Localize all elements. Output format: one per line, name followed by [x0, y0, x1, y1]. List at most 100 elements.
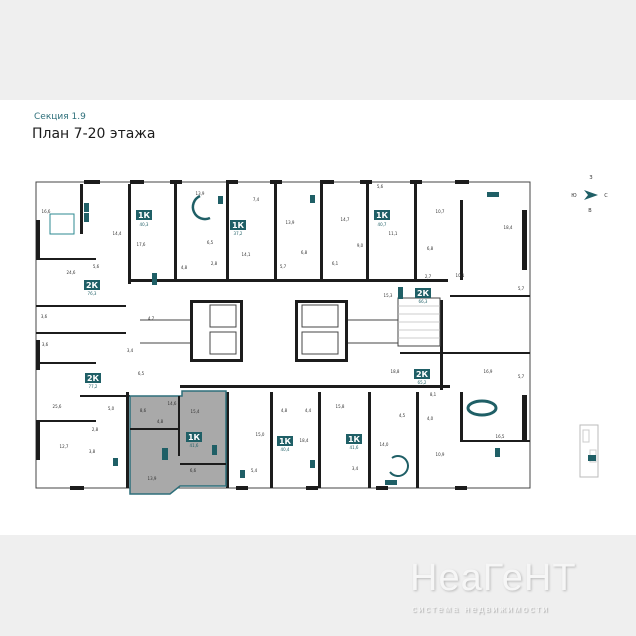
apartment-type: 2К — [416, 370, 429, 379]
apartment-area: 41,6 — [350, 445, 359, 450]
apartment-area: 65,2 — [418, 380, 427, 385]
apartment-type: 1К — [138, 211, 151, 220]
room-area: 14,1 — [242, 252, 251, 257]
room-area: 4,8 — [157, 419, 164, 424]
room-area: 4,8 — [281, 408, 288, 413]
room-area: 2,7 — [425, 274, 432, 279]
building-outline — [35, 180, 531, 490]
room-area: 5,7 — [280, 264, 287, 269]
apartment-badge[interactable]: 1К 41,6 — [346, 434, 362, 450]
room-area: 14,0 — [380, 442, 389, 447]
room-area: 5,0 — [108, 406, 115, 411]
apartment-type: 2К — [86, 281, 99, 290]
highlighted-apartment[interactable] — [129, 390, 227, 495]
room-area: 13,9 — [196, 191, 205, 196]
room-area: 4,0 — [427, 416, 434, 421]
room-area: 14,6 — [168, 401, 177, 406]
room-area: 24,6 — [67, 270, 76, 275]
room-area: 4,5 — [399, 413, 406, 418]
room-area: 8,1 — [430, 392, 437, 397]
room-area: 15,3 — [384, 293, 393, 298]
room-area: 18,4 — [504, 225, 513, 230]
apartment-area: 37,2 — [234, 231, 243, 236]
compass-south: Ю — [571, 193, 577, 199]
room-area: 10,7 — [436, 209, 445, 214]
apartment-type: 2К — [87, 374, 100, 383]
room-area: 16,9 — [484, 369, 493, 374]
apartment-badge-selected[interactable]: 1К 41,6 — [186, 432, 202, 448]
room-area: 6,8 — [301, 250, 308, 255]
room-area: 18,8 — [391, 369, 400, 374]
apartment-badge[interactable]: 2К 66,3 — [415, 288, 431, 304]
room-area: 6,6 — [190, 468, 197, 473]
apartment-type: 1К — [348, 435, 361, 444]
room-area: 10,9 — [436, 452, 445, 457]
room-area: 15,0 — [256, 432, 265, 437]
apartment-area: 77,2 — [89, 384, 98, 389]
room-area: 6,5 — [207, 240, 214, 245]
room-area: 15,4 — [191, 409, 200, 414]
room-area: 6,1 — [332, 261, 339, 266]
room-area: 14,7 — [341, 217, 350, 222]
room-area: 9,0 — [357, 243, 364, 248]
key-plan — [579, 424, 599, 478]
apartment-badge[interactable]: 1К 37,2 — [230, 220, 246, 236]
apartment-badge[interactable]: 1К 40,4 — [277, 436, 293, 452]
apartment-type: 1К — [279, 437, 292, 446]
room-area: 18,4 — [300, 438, 309, 443]
furniture-accents — [49, 192, 500, 485]
room-area: 10,1 — [456, 273, 465, 278]
apartment-area: 40,4 — [281, 447, 290, 452]
room-area: 8,6 — [140, 408, 147, 413]
compass-north: С — [604, 193, 608, 199]
page-title: План 7-20 этажа — [32, 126, 156, 142]
apartment-badge[interactable]: 1К 40,7 — [374, 210, 390, 227]
room-area: 13,9 — [148, 476, 157, 481]
room-area: 3,4 — [352, 466, 359, 471]
compass-west: З — [589, 175, 592, 181]
room-area: 11,1 — [389, 231, 398, 236]
apartment-area: 66,3 — [419, 299, 428, 304]
room-area: 5,7 — [518, 286, 525, 291]
room-area: 13,9 — [286, 220, 295, 225]
room-area: 25,6 — [53, 404, 62, 409]
apartment-area: 76,3 — [88, 291, 97, 296]
room-area-labels: 16,6 14,4 5,6 3,6 17,6 13,9 4,8 6,5 2,8 … — [41, 184, 525, 481]
apartment-badge[interactable]: 2К 65,2 — [414, 369, 430, 385]
compass: З Ю С В — [571, 175, 608, 214]
apartment-badge[interactable]: 2К 76,3 — [84, 280, 100, 296]
room-area: 16,6 — [42, 209, 51, 214]
apartment-type: 1К — [188, 433, 201, 442]
compass-arrow-icon — [584, 190, 598, 200]
room-area: 5,4 — [251, 468, 258, 473]
room-area: 2,8 — [92, 427, 99, 432]
room-area: 3,6 — [42, 342, 49, 347]
room-area: 17,6 — [137, 242, 146, 247]
room-area: 3,8 — [89, 449, 96, 454]
room-area: 6,8 — [427, 246, 434, 251]
room-area: 5,6 — [93, 264, 100, 269]
section-label: Секция 1.9 — [34, 112, 86, 122]
compass-east: В — [588, 208, 592, 214]
room-area: 3,6 — [41, 314, 48, 319]
room-area: 14,4 — [113, 231, 122, 236]
room-area: 5,7 — [518, 374, 525, 379]
apartment-type: 1К — [376, 211, 389, 220]
room-area: 3,4 — [127, 348, 134, 353]
apartment-badge[interactable]: 1К 40,3 — [136, 210, 152, 227]
room-area: 16,5 — [496, 434, 505, 439]
apartment-type: 1К — [232, 221, 245, 230]
watermark-brand: НеаГеНТ — [410, 557, 577, 599]
apartment-badge[interactable]: 2К 77,2 — [85, 373, 101, 389]
interior-walls — [36, 184, 530, 488]
apartment-area: 40,7 — [378, 222, 387, 227]
room-area: 6,5 — [138, 371, 145, 376]
room-area: 4,7 — [148, 316, 155, 321]
apartment-area: 41,6 — [190, 443, 199, 448]
room-area: 15,8 — [336, 404, 345, 409]
room-area: 5,6 — [377, 184, 384, 189]
room-area: 7,4 — [253, 197, 260, 202]
room-area: 2,8 — [211, 261, 218, 266]
apartment-area: 40,3 — [140, 222, 149, 227]
